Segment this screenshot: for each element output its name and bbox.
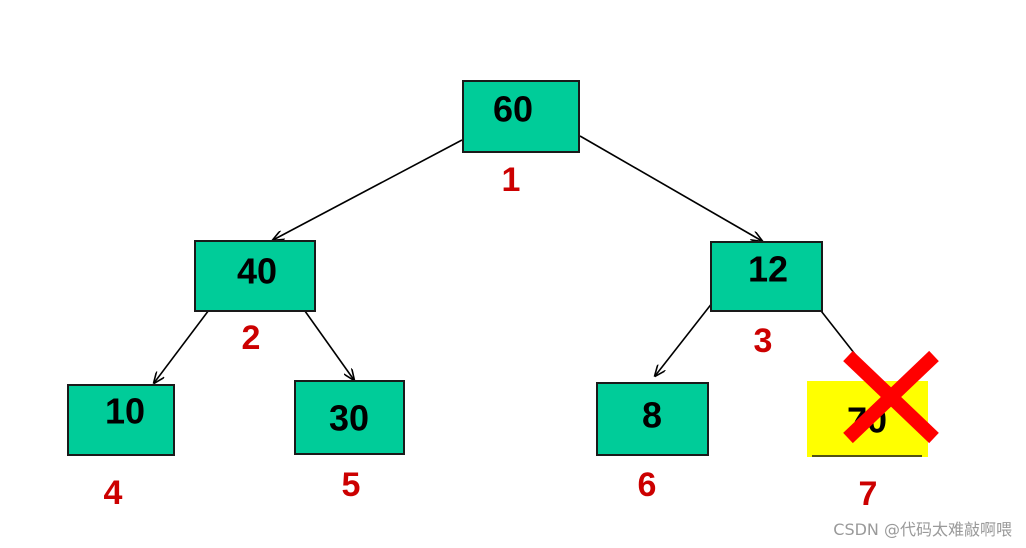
- edge-60-to-12: [579, 135, 762, 241]
- node-value: 60: [493, 89, 533, 130]
- node-box: [596, 382, 709, 456]
- tree-node: 12 3: [710, 241, 823, 360]
- tree-node: 40 2: [194, 240, 316, 357]
- node-index: 1: [502, 161, 521, 199]
- node-value: 10: [105, 391, 145, 432]
- tree-node: 8 6: [596, 382, 709, 504]
- node-value: 8: [642, 395, 662, 436]
- tree-node: 30 5: [294, 380, 405, 504]
- node-value: 12: [748, 249, 788, 290]
- node-index: 4: [104, 474, 123, 512]
- tree-node: 60 1: [462, 80, 580, 199]
- node-index: 7: [859, 475, 878, 513]
- edge-60-to-40: [273, 139, 463, 240]
- node-box: [710, 241, 823, 312]
- node-value: 40: [237, 251, 277, 292]
- node-index: 5: [342, 466, 361, 504]
- delete-cross-icon: [843, 350, 939, 444]
- tree-node: 10 4: [67, 384, 175, 512]
- tree-node-removed: 70 7: [807, 350, 939, 513]
- node-index: 6: [638, 466, 657, 504]
- node-index: 3: [754, 322, 773, 360]
- node-box: [67, 384, 175, 456]
- node-box: [194, 240, 316, 312]
- node-box: [294, 380, 405, 455]
- node-index: 2: [242, 319, 261, 357]
- watermark: CSDN @代码太难敲啊喂: [833, 520, 1012, 539]
- node-value: 30: [329, 398, 369, 439]
- node-box: [462, 80, 580, 153]
